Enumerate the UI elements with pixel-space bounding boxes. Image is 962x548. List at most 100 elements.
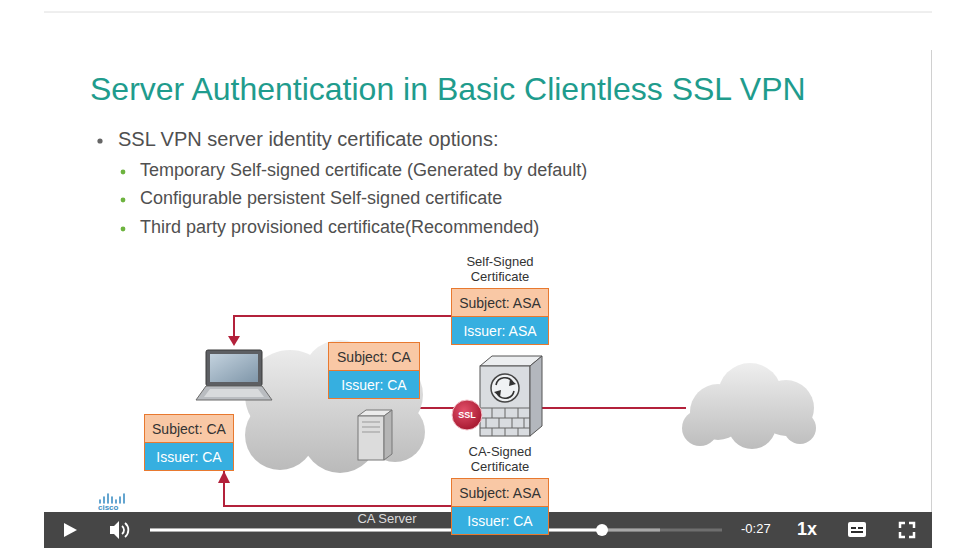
self-signed-certificate: Self-Signed CertificateSubject: ASAIssue… — [451, 288, 549, 345]
server-icon — [358, 410, 392, 460]
laptop-icon-part — [210, 354, 258, 382]
sub-bullet-text: Third party provisioned certificate(Reco… — [140, 217, 539, 238]
cisco-logo-part — [123, 494, 125, 503]
cisco-logo — [100, 494, 124, 503]
playback-speed: 1x — [797, 519, 817, 540]
subject-text: Subject: ASA — [459, 485, 541, 501]
client-ca-certificate: Subject: CA Issuer: CA — [144, 414, 234, 471]
certificate-heading: Self-Signed Certificate — [446, 255, 554, 285]
laptop-icon-part — [196, 386, 272, 400]
subject-field: Subject: ASA — [452, 479, 548, 506]
server-icon-part — [384, 410, 392, 460]
inside-cloud-part — [245, 400, 315, 470]
asa-firewall-icon — [480, 356, 542, 436]
video-player-bar-part — [64, 523, 77, 537]
bullet-dots-part — [97, 138, 102, 143]
asa-firewall-icon-part — [530, 356, 542, 436]
inside-cloud — [245, 340, 425, 473]
certificate-to-client-arrow-part — [228, 336, 240, 346]
video-player-bar-part — [900, 523, 914, 537]
ssl-text: SSL — [458, 410, 476, 420]
asa-firewall-icon-part — [480, 366, 530, 436]
subject-text: Subject: CA — [152, 421, 226, 437]
internet-cloud-part — [682, 410, 718, 446]
server-icon-part — [362, 422, 380, 423]
asa-firewall-icon-part — [492, 408, 493, 418]
asa-firewall-icon-part — [494, 390, 501, 397]
server-label: CA Server — [357, 512, 416, 527]
bullet-dots-part — [121, 170, 126, 175]
video-player-bar-part — [125, 523, 128, 537]
asa-firewall-icon-part — [524, 418, 525, 428]
time-remaining: -0:27 — [741, 522, 771, 537]
asa-firewall-icon-part — [512, 418, 513, 428]
video-player-bar-part — [851, 527, 856, 529]
asa-firewall-icon-part — [486, 418, 487, 428]
asa-firewall-icon-part — [505, 408, 506, 418]
ssl-circle-shape — [452, 400, 482, 430]
slide-border — [931, 50, 932, 512]
sub-bullet-text: Temporary Self-signed certificate (Gener… — [140, 160, 587, 181]
issuer-text: Issuer: CA — [467, 513, 532, 529]
video-player-bar-part — [858, 527, 863, 529]
laptop-icon-part — [204, 389, 264, 397]
subject-text: Subject: ASA — [459, 295, 541, 311]
video-player-bar-part — [848, 522, 866, 537]
certificate-heading: CA-Signed Certificate — [446, 445, 554, 475]
ssl-badge: SSL — [451, 399, 483, 431]
server-icon-part — [362, 427, 380, 428]
sub-bullet-text: Configurable persistent Self-signed cert… — [140, 188, 502, 209]
video-player-bar-part — [150, 529, 722, 532]
cisco-logo-part — [111, 497, 113, 503]
video-player-bar-part — [110, 521, 119, 539]
issuer-field: Issuer: ASA — [452, 316, 548, 344]
top-rule — [44, 12, 932, 13]
cisco-logo-part — [119, 497, 121, 503]
issuer-field: Issuer: CA — [329, 370, 419, 398]
ca-signed-certificate: CA-Signed CertificateSubject: ASAIssuer:… — [451, 478, 549, 535]
server-icon-part — [358, 416, 384, 460]
video-player-bar-part — [602, 529, 660, 532]
ca-root-certificate: Subject: CA Issuer: CA — [328, 342, 420, 399]
bullet-dots-part — [121, 227, 126, 232]
internet-cloud — [682, 363, 816, 449]
video-player-bar-part — [122, 526, 124, 534]
slide-title: Server Authentication in Basic Clientles… — [90, 71, 806, 108]
video-player-bar-part — [851, 531, 863, 533]
issuer-text: Issuer: ASA — [463, 323, 536, 339]
bullet-dots — [97, 138, 125, 231]
server-icon-part — [362, 432, 380, 433]
subject-text: Subject: CA — [337, 349, 411, 365]
asa-firewall-icon-part — [518, 408, 519, 418]
laptop-icon-part — [206, 350, 262, 386]
laptop-icon — [196, 350, 272, 400]
video-player-bar-part — [596, 524, 608, 536]
asa-firewall-icon-part — [492, 428, 493, 436]
subject-field: Subject: ASA — [452, 289, 548, 316]
asa-firewall-icon-part — [509, 379, 516, 386]
issuer-text: Issuer: CA — [341, 377, 406, 393]
bullet-dots-part — [121, 198, 126, 203]
issuer-field: Issuer: CA — [145, 442, 233, 470]
asa-firewall-icon-part — [499, 418, 500, 428]
bullet-text: SSL VPN server identity certificate opti… — [118, 128, 499, 151]
logo-text: cisco — [98, 503, 118, 512]
subject-field: Subject: CA — [329, 343, 419, 370]
asa-firewall-icon-part — [491, 374, 519, 402]
network-link-part — [538, 407, 686, 409]
certificate-delivery-arrow — [224, 471, 451, 506]
cisco-logo-part — [107, 494, 109, 503]
issuer-field: Issuer: CA — [452, 506, 548, 534]
internet-cloud-part — [728, 401, 776, 449]
asa-firewall-icon-part — [505, 428, 506, 436]
internet-cloud-part — [784, 412, 816, 444]
certificate-to-client-arrow-part — [234, 316, 470, 337]
asa-firewall-icon-part — [518, 428, 519, 436]
subject-field: Subject: CA — [145, 415, 233, 442]
issuer-text: Issuer: CA — [156, 449, 221, 465]
cisco-logo-part — [103, 497, 105, 503]
cisco-logo-part — [115, 500, 117, 503]
cisco-logo-part — [99, 500, 101, 503]
